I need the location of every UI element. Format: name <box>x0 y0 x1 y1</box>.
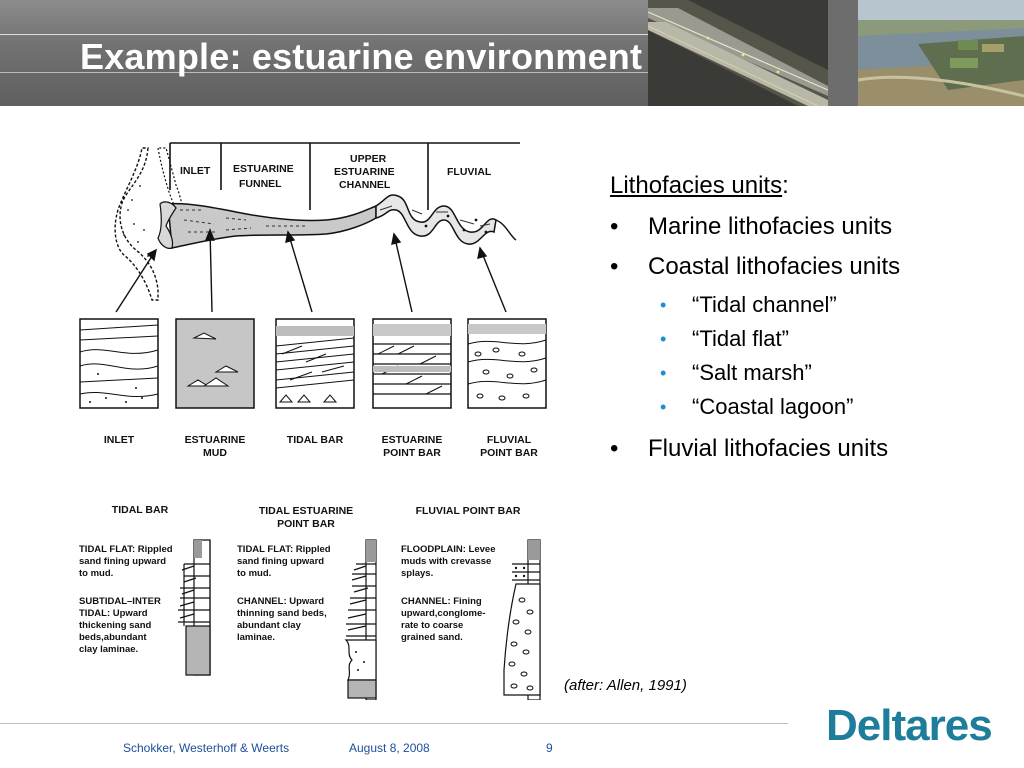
column-desc-estuarine-point-bar: TIDAL FLAT: Rippled sand fining upward t… <box>237 544 331 643</box>
zone-label-estuarine: ESTUARINE <box>233 163 294 175</box>
col1-line: sand fining upward <box>79 556 166 567</box>
zone-label-upper: UPPER <box>350 153 387 165</box>
bullet-coastal: • Coastal lithofacies units <box>610 252 1010 282</box>
footer-authors: Schokker, Westerhoff & Weerts <box>123 741 290 755</box>
block-caption-estuarine-2: ESTUARINE <box>382 434 443 446</box>
bullet-marine: • Marine lithofacies units <box>610 212 1010 242</box>
sub-bullet-glyph: • <box>660 397 667 417</box>
zone-label-inlet: INLET <box>180 165 211 177</box>
sub-bullet-tidal-channel: • “Tidal channel” <box>610 288 1010 322</box>
footer-divider <box>0 723 788 724</box>
estuary-map <box>114 147 517 301</box>
lithofacies-heading-colon: : <box>782 172 789 199</box>
sub-bullet-text: “Tidal flat” <box>692 326 789 351</box>
sediment-blocks <box>79 318 547 409</box>
col3-line: grained sand. <box>401 632 463 643</box>
coastal-sub-list: • “Tidal channel” • “Tidal flat” • “Salt… <box>610 288 1010 424</box>
col3-line: splays. <box>401 568 433 579</box>
header-photo-gap <box>828 0 858 106</box>
estuary-diagram: INLET ESTUARINE FUNNEL UPPER ESTUARINE C… <box>79 142 547 700</box>
col3-line: muds with crevasse <box>401 556 491 567</box>
slide-title: Example: estuarine environment <box>80 36 643 77</box>
page-number: 9 <box>546 741 553 755</box>
sub-bullet-tidal-flat: • “Tidal flat” <box>610 322 1010 356</box>
block-inlet <box>79 318 159 409</box>
block-estuarine-point-bar <box>372 318 452 409</box>
bullet-text: Marine lithofacies units <box>648 213 893 240</box>
deltares-logo: Deltares <box>826 701 993 750</box>
sub-bullet-text: “Coastal lagoon” <box>692 394 854 419</box>
header-rule-bottom <box>0 72 1024 73</box>
col3-line: FLOODPLAIN: Levee <box>401 544 496 555</box>
col1-line: TIDAL FLAT: Rippled <box>79 544 173 555</box>
block-caption-fluvial: FLUVIAL <box>487 434 532 446</box>
sub-bullet-coastal-lagoon: • “Coastal lagoon” <box>610 390 1010 424</box>
block-caption-mud: MUD <box>203 447 227 459</box>
col2-line: sand fining upward <box>237 556 324 567</box>
bullet-text: Fluvial lithofacies units <box>648 435 889 462</box>
column-title-tidal-estuarine: TIDAL ESTUARINE <box>259 505 353 517</box>
zone-label-channel: CHANNEL <box>339 179 391 191</box>
header-band: Example: estuarine environment <box>0 0 1024 106</box>
block-caption-point-bar: POINT BAR <box>383 447 441 459</box>
bullet-glyph: • <box>610 253 619 280</box>
block-caption-tidal-bar: TIDAL BAR <box>287 434 344 446</box>
log-column-fluvial-point-bar <box>503 539 541 700</box>
col1-line: to mud. <box>79 568 113 579</box>
block-fluvial-point-bar <box>467 318 547 409</box>
block-arrows <box>115 228 507 313</box>
bullet-fluvial: • Fluvial lithofacies units <box>610 434 1010 464</box>
col2-line: CHANNEL: Upward <box>237 596 324 607</box>
block-caption-fluvial-point-bar: POINT BAR <box>480 447 538 459</box>
sub-bullet-salt-marsh: • “Salt marsh” <box>610 356 1010 390</box>
col2-line: abundant clay <box>237 620 302 631</box>
lithofacies-list: Lithofacies units: • Marine lithofacies … <box>610 170 1010 464</box>
column-desc-tidal-bar: TIDAL FLAT: Rippled sand fining upward t… <box>79 544 173 655</box>
column-title-tidal-bar: TIDAL BAR <box>112 504 169 516</box>
col3-line: rate to coarse <box>401 620 463 631</box>
sub-bullet-glyph: • <box>660 363 667 383</box>
sub-bullet-glyph: • <box>660 329 667 349</box>
col3-line: CHANNEL: Fining <box>401 596 482 607</box>
sub-bullet-text: “Salt marsh” <box>692 360 812 385</box>
footer-date: August 8, 2008 <box>349 741 430 755</box>
aerial-photo <box>858 0 1024 106</box>
col1-line: thickening sand <box>79 620 152 631</box>
column-title-fluvial-point-bar: FLUVIAL POINT BAR <box>416 505 521 517</box>
zone-label-fluvial: FLUVIAL <box>447 166 492 178</box>
sub-bullet-text: “Tidal channel” <box>692 292 837 317</box>
estuary-figure: INLET ESTUARINE FUNNEL UPPER ESTUARINE C… <box>76 140 556 700</box>
lithofacies-heading-text[interactable]: Lithofacies units <box>610 172 783 199</box>
col1-line: SUBTIDAL–INTER <box>79 596 161 607</box>
block-caption-inlet: INLET <box>104 434 135 446</box>
block-tidal-bar <box>275 318 355 409</box>
col2-line: laminae. <box>237 632 275 643</box>
figure-citation: (after: Allen, 1991) <box>564 677 687 694</box>
block-caption-estuarine: ESTUARINE <box>185 434 246 446</box>
zone-label-estuarine-2: ESTUARINE <box>334 166 395 178</box>
sub-bullet-glyph: • <box>660 295 667 315</box>
col3-line: upward,conglome- <box>401 608 485 619</box>
col1-line: clay laminae. <box>79 644 138 655</box>
bullet-text: Coastal lithofacies units <box>648 253 901 280</box>
col2-line: thinning sand beds, <box>237 608 327 619</box>
block-estuarine-mud <box>175 318 255 409</box>
header-rule-top <box>0 34 1024 35</box>
col2-line: to mud. <box>237 568 271 579</box>
column-desc-fluvial-point-bar: FLOODPLAIN: Levee muds with crevasse spl… <box>401 544 496 643</box>
bullet-glyph: • <box>610 435 619 462</box>
bullet-glyph: • <box>610 213 619 240</box>
lithofacies-heading: Lithofacies units: <box>610 170 1010 202</box>
col1-line: TIDAL: Upward <box>79 608 148 619</box>
column-title-point-bar: POINT BAR <box>277 518 335 530</box>
log-column-tidal-bar <box>178 539 211 676</box>
zone-header <box>169 142 520 210</box>
bridge-photo <box>648 0 828 106</box>
col2-line: TIDAL FLAT: Rippled <box>237 544 331 555</box>
zone-label-funnel: FUNNEL <box>239 178 282 190</box>
log-column-estuarine-point-bar <box>344 539 377 700</box>
col1-line: beds,abundant <box>79 632 147 643</box>
